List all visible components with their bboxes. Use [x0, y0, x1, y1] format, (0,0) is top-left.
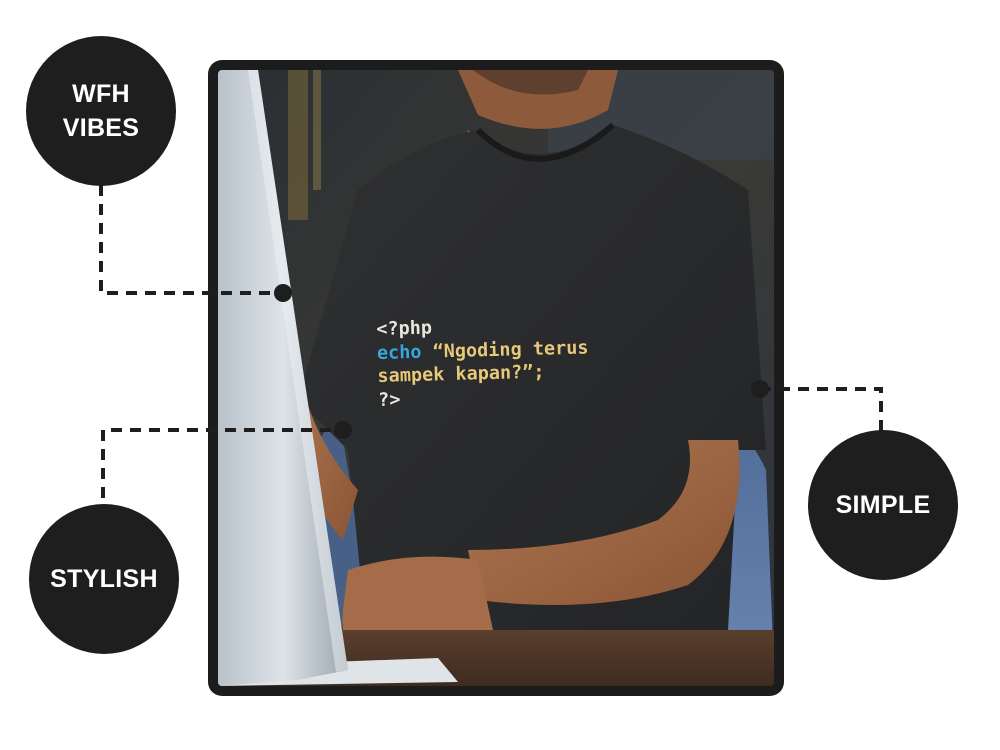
- badge-stylish-label: STYLISH: [50, 565, 158, 593]
- code-string-start: “Ngoding terus: [421, 336, 589, 363]
- photo-illustration: [218, 70, 774, 686]
- badge-simple: SIMPLE: [808, 430, 958, 580]
- badge-wfh-label: WFH VIBES: [62, 80, 140, 142]
- badge-stylish: STYLISH: [29, 504, 179, 654]
- badge-wfh-vibes: WFH VIBES: [26, 36, 176, 186]
- product-photo: <?php echo “Ngoding terus sampek kapan?”…: [218, 70, 774, 686]
- product-photo-frame: <?php echo “Ngoding terus sampek kapan?”…: [208, 60, 784, 696]
- shirt-code-print: <?php echo “Ngoding terus sampek kapan?”…: [376, 312, 590, 412]
- code-echo-keyword: echo: [376, 341, 422, 364]
- badge-simple-label: SIMPLE: [835, 491, 931, 519]
